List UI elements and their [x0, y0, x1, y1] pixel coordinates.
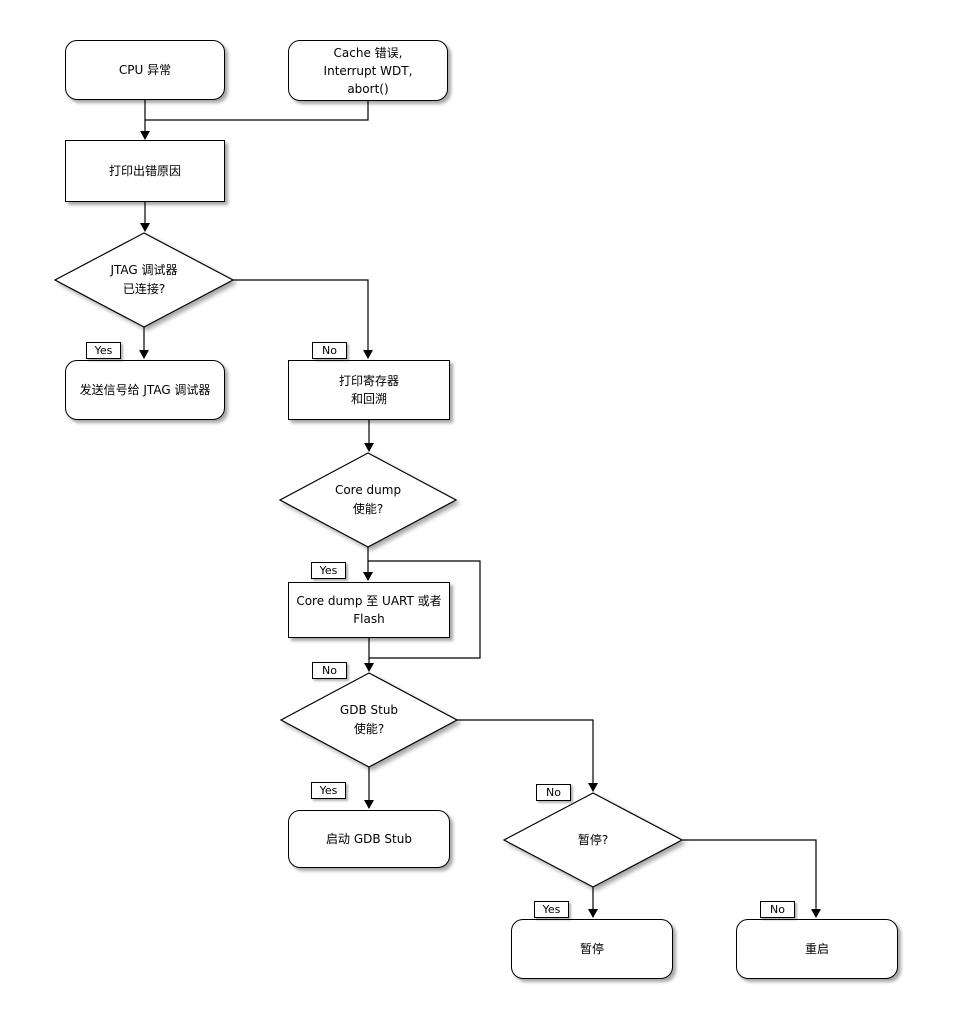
branch-gdbstub-no: No [536, 784, 571, 801]
node-print-reason: 打印出错原因 [65, 140, 225, 202]
wire-gdbstub-no-to-halt-decision [457, 719, 598, 792]
coredump-dest-label: Core dump 至 UART 或者 Flash [296, 594, 442, 626]
start-gdbstub-label: 启动 GDB Stub [326, 832, 412, 846]
branch-halt-yes: Yes [534, 901, 569, 918]
branch-coredump-yes: Yes [311, 562, 346, 579]
wire-halt-no-to-reboot [682, 839, 821, 918]
wire-jtag-no-to-print-registers [233, 279, 373, 359]
send-signal-label: 发送信号给 JTAG 调试器 [79, 383, 211, 397]
halt-question-diamond [502, 792, 684, 888]
node-halt: 暂停 [511, 919, 673, 979]
branch-halt-no: No [760, 901, 795, 918]
wire-cache-to-junction [145, 101, 369, 121]
reboot-label: 重启 [804, 942, 829, 956]
gdbstub-enabled-diamond [279, 672, 459, 768]
branch-jtag-yes: Yes [86, 342, 121, 359]
node-cache-error: Cache 错误, Interrupt WDT, abort() [288, 40, 448, 101]
cache-error-line1: Cache 错误, [333, 45, 403, 60]
branch-gdbstub-yes: Yes [311, 782, 346, 799]
node-print-registers: 打印寄存器 和回溯 [288, 360, 450, 420]
print-reason-label: 打印出错原因 [108, 164, 181, 178]
halt-label: 暂停 [579, 942, 604, 956]
branch-jtag-no: No [312, 342, 347, 359]
jtag-connected-diamond [53, 232, 235, 328]
wire-coredump-no-bypass [368, 560, 481, 659]
branch-coredump-no: No [312, 662, 347, 679]
coredump-enabled-diamond [278, 452, 458, 548]
cache-error-line3: abort() [347, 81, 389, 96]
node-cpu-exception: CPU 异常 [65, 40, 225, 100]
cache-error-line2: Interrupt WDT, [323, 63, 413, 78]
cpu-exception-label: CPU 异常 [118, 63, 172, 77]
node-reboot: 重启 [736, 919, 898, 979]
node-send-signal: 发送信号给 JTAG 调试器 [65, 360, 225, 420]
print-registers-line2: 和回溯 [350, 392, 387, 406]
node-coredump-dest: Core dump 至 UART 或者 Flash [288, 582, 450, 638]
node-start-gdbstub: 启动 GDB Stub [288, 810, 450, 868]
print-registers-line1: 打印寄存器 [338, 374, 399, 388]
